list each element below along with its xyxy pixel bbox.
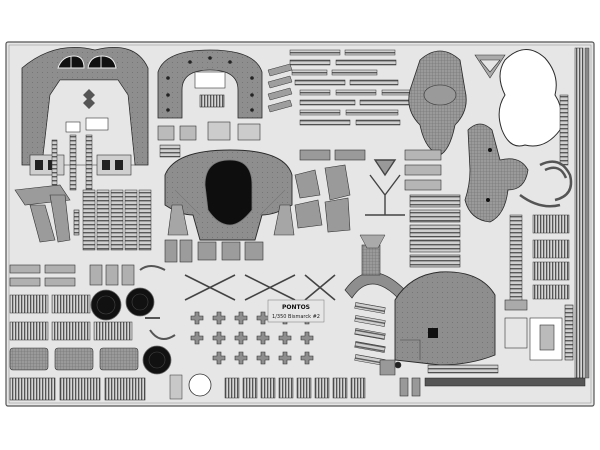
- horizontal-strip-bottom: [424, 364, 586, 387]
- support-crosses: [184, 274, 336, 301]
- white-cutout-platform: [498, 49, 563, 147]
- gun-brackets: [164, 239, 264, 263]
- crane-jib-parts: [294, 149, 366, 233]
- white-disc-part: [169, 373, 212, 400]
- radar-tripod: [365, 159, 405, 216]
- hatch-blocks-lower: [9, 347, 146, 401]
- searchlight-platform-large: [408, 50, 467, 156]
- small-parts-lower-right: [379, 359, 421, 397]
- brand-block: PONTOS 1/350 Bismarck #2: [267, 299, 325, 323]
- small-hatch-row: [157, 121, 261, 158]
- right-ladders: [509, 214, 570, 306]
- arched-bridge-wing: [344, 234, 406, 299]
- bridge-tower-platform: [21, 47, 149, 176]
- brand-logo-text: PONTOS: [282, 304, 310, 311]
- right-edge-strip: [574, 47, 590, 379]
- searchlight-platform-mid: [464, 123, 529, 223]
- lower-right-brackets: [504, 299, 574, 361]
- turret-discs: [90, 287, 172, 375]
- main-deck-dome: [164, 149, 293, 241]
- railing-strips-upper: [289, 49, 413, 126]
- walkway-fans: [167, 204, 295, 236]
- corner-triangles: [474, 54, 506, 79]
- horseshoe-platform: [157, 49, 263, 119]
- curved-rail-strips: [519, 160, 573, 208]
- vent-cross-grid: [190, 311, 314, 365]
- fret-inner-frame: [8, 44, 592, 404]
- kit-name-text: 1/350 Bismarck #2: [272, 314, 320, 320]
- diagonal-strips: [267, 63, 293, 113]
- lower-centre-hatches: [224, 377, 366, 399]
- tall-ladder-panels: [82, 189, 152, 251]
- bent-brackets: [139, 265, 176, 340]
- hatch-grid-centre: [404, 149, 461, 268]
- louvre-panels: [9, 294, 133, 341]
- ladder-column-right: [559, 94, 569, 166]
- hatch-rows-left-mid: [9, 264, 135, 287]
- aircraft-catapult-parts: [14, 184, 80, 243]
- aft-deck-plate: [394, 271, 496, 366]
- slanted-ladders-centre: [354, 302, 386, 366]
